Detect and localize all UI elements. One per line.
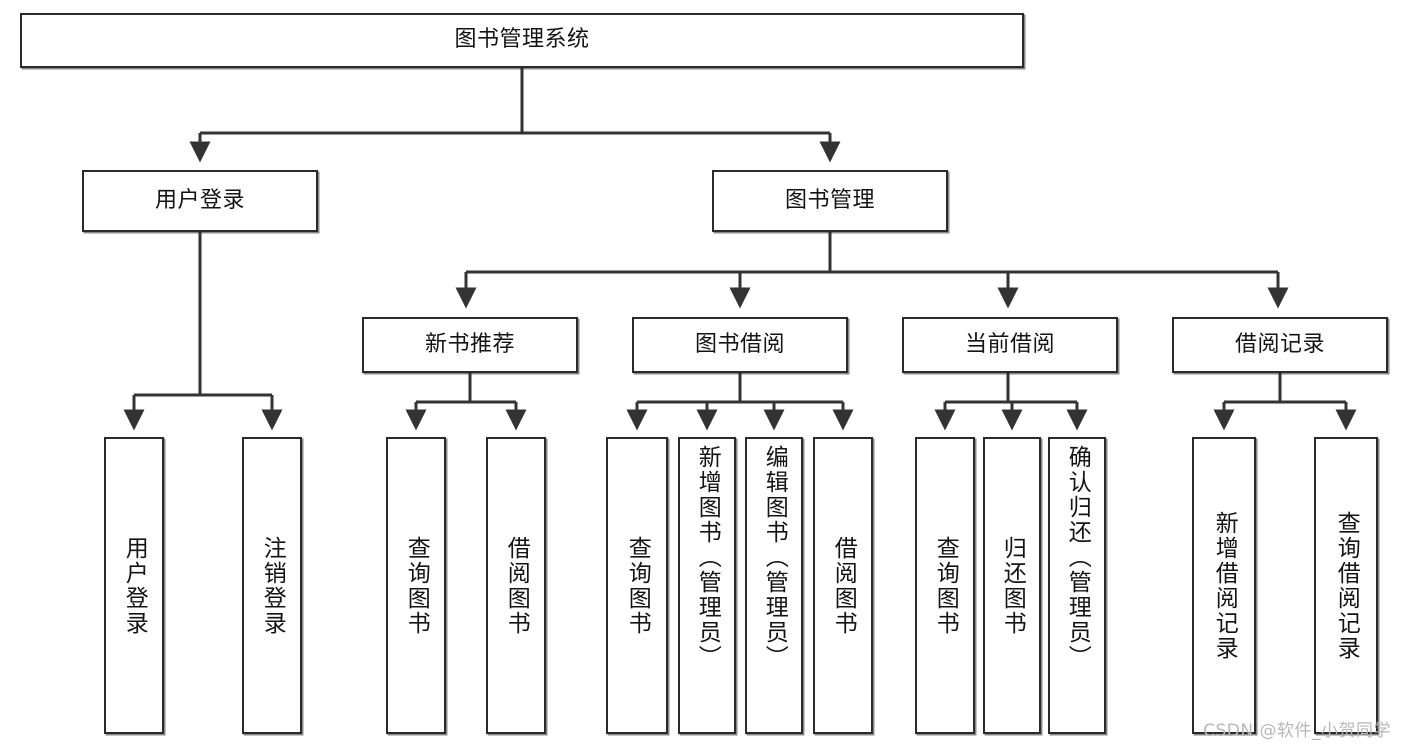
node-leaf-borrow-book-recommend[interactable]: 借阅图书	[486, 437, 546, 734]
node-leaf-add-book-admin[interactable]: 新增图书（管理员）	[678, 437, 736, 734]
node-book-borrow-label: 图书借阅	[694, 331, 785, 357]
node-borrow-record[interactable]: 借阅记录	[1172, 317, 1388, 373]
node-leaf-query-borrow-record[interactable]: 查询借阅记录	[1314, 437, 1378, 734]
node-leaf-borrow-book-recommend-label: 借阅图书	[503, 535, 530, 636]
connector-group-current-borrow	[934, 373, 1088, 431]
node-leaf-user-logout-label: 注销登录	[259, 535, 286, 636]
node-leaf-query-book-borrow[interactable]: 查询图书	[606, 437, 668, 734]
node-leaf-edit-book-admin[interactable]: 编辑图书（管理员）	[745, 437, 803, 734]
node-book-borrow[interactable]: 图书借阅	[632, 317, 848, 373]
node-leaf-return-book[interactable]: 归还图书	[983, 437, 1041, 734]
node-leaf-add-borrow-record-label: 新增借阅记录	[1211, 510, 1238, 661]
node-user-login-label: 用户登录	[154, 187, 245, 213]
node-leaf-query-book-borrow-label: 查询图书	[624, 535, 651, 636]
node-borrow-record-label: 借阅记录	[1234, 331, 1325, 357]
node-current-borrow[interactable]: 当前借阅	[902, 317, 1118, 373]
node-leaf-confirm-return-admin[interactable]: 确认归还（管理员）	[1048, 437, 1106, 734]
node-leaf-user-login-label: 用户登录	[121, 535, 148, 636]
connector-group-user-login	[123, 232, 283, 431]
node-leaf-user-login[interactable]: 用户登录	[104, 437, 164, 734]
node-leaf-query-borrow-record-label: 查询借阅记录	[1333, 510, 1360, 661]
node-book-manage[interactable]: 图书管理	[712, 170, 948, 232]
node-leaf-confirm-return-admin-label: 确认归还（管理员）	[1064, 445, 1091, 670]
node-leaf-return-book-label: 归还图书	[999, 535, 1026, 636]
connector-group-book-borrow	[626, 373, 854, 431]
node-leaf-borrow-book[interactable]: 借阅图书	[813, 437, 873, 734]
connector-group-new-book-recommend	[405, 373, 527, 431]
node-current-borrow-label: 当前借阅	[964, 331, 1055, 357]
node-leaf-query-book-current-label: 查询图书	[932, 535, 959, 636]
node-user-login[interactable]: 用户登录	[82, 170, 318, 232]
node-root[interactable]: 图书管理系统	[20, 13, 1024, 68]
node-leaf-edit-book-admin-label: 编辑图书（管理员）	[761, 445, 788, 670]
node-leaf-query-book-recommend-label: 查询图书	[403, 535, 430, 636]
node-new-book-recommend-label: 新书推荐	[424, 331, 515, 357]
connector-group-book-manage	[455, 232, 1289, 309]
connector-group-root	[189, 68, 841, 163]
node-new-book-recommend[interactable]: 新书推荐	[362, 317, 578, 373]
node-leaf-query-book-recommend[interactable]: 查询图书	[386, 437, 446, 734]
node-leaf-query-book-current[interactable]: 查询图书	[915, 437, 975, 734]
node-book-manage-label: 图书管理	[784, 187, 875, 213]
node-root-label: 图书管理系统	[454, 27, 590, 53]
node-leaf-add-borrow-record[interactable]: 新增借阅记录	[1192, 437, 1256, 734]
connector-group-borrow-record	[1213, 373, 1357, 431]
node-leaf-add-book-admin-label: 新增图书（管理员）	[694, 445, 721, 670]
node-leaf-user-logout[interactable]: 注销登录	[242, 437, 302, 734]
node-leaf-borrow-book-label: 借阅图书	[830, 535, 857, 636]
